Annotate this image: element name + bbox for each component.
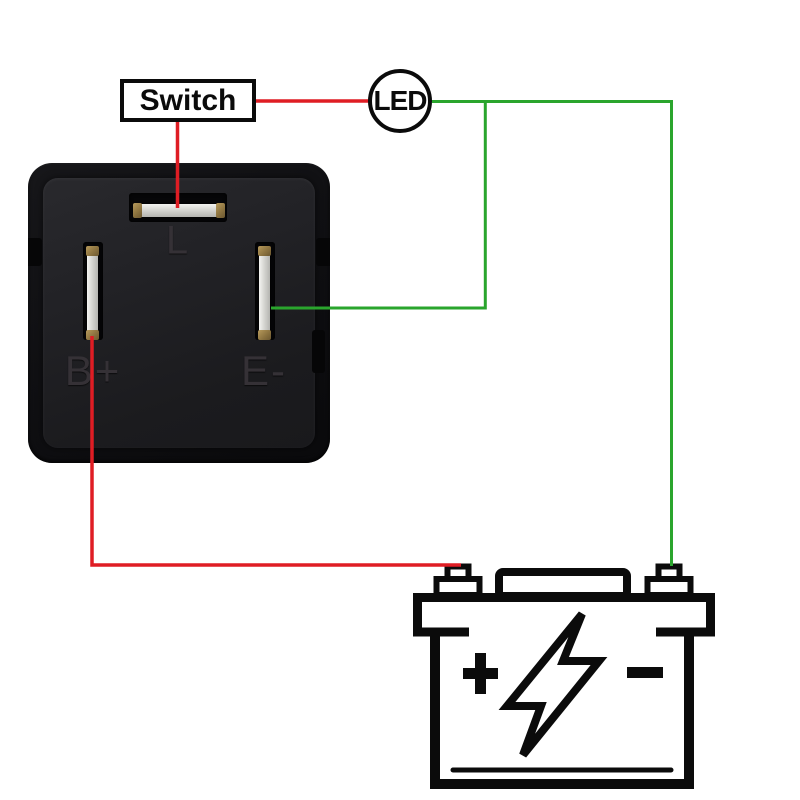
relay-pin-Bplus [86, 246, 99, 340]
relay-module: L B+ E- [28, 163, 330, 463]
green-wires [271, 100, 673, 566]
battery-handle [495, 568, 631, 600]
wire-led-to-battery-negative [432, 100, 673, 566]
battery-negative-terminal-base [644, 576, 694, 598]
switch-label-box: Switch [120, 79, 256, 122]
relay-pin-label-Bplus: B+ [64, 347, 122, 394]
lightning-bolt-icon [498, 611, 608, 758]
battery-shoulder [413, 593, 715, 637]
led-label-circle: LED [368, 69, 432, 133]
relay-pin-L [133, 203, 225, 218]
switch-label: Switch [139, 83, 237, 117]
pin-brass-end [86, 246, 99, 256]
battery-negative-terminal [655, 563, 683, 586]
relay-pin-label-Eminus: E- [241, 347, 287, 394]
pin-brass-end [258, 246, 271, 256]
relay-side-notch [312, 330, 325, 373]
relay-side-notch [28, 238, 42, 266]
pin-brass-end [86, 330, 99, 340]
plus-icon [463, 653, 498, 694]
pin-brass-end [258, 330, 271, 340]
battery-positive-terminal [444, 563, 472, 586]
pin-brass-end [216, 203, 225, 218]
battery-icon [413, 563, 715, 789]
relay-side-notch [316, 238, 330, 266]
battery-body [430, 628, 694, 789]
pin-brass-end [133, 203, 142, 218]
led-label: LED [373, 85, 428, 116]
battery-positive-terminal-base [433, 576, 483, 598]
relay-pin-Eminus [258, 246, 271, 340]
relay-pin-label-L: L [165, 218, 191, 263]
